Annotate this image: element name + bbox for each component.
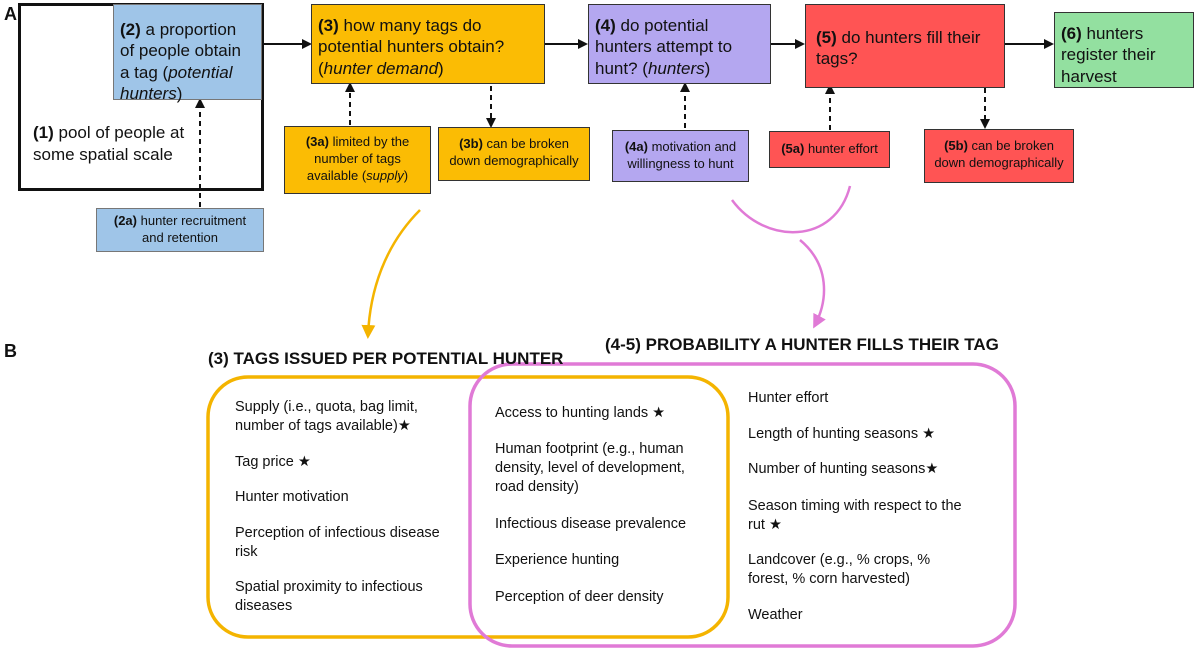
box-3-number: (3): [318, 16, 339, 35]
box-6-text: hunters register their harvest: [1061, 24, 1156, 86]
box-4-italic: hunters: [647, 58, 705, 78]
venn-right-shape: [468, 362, 1017, 648]
box-3-hunter-demand: (3) how many tags do potential hunters o…: [311, 4, 545, 84]
box-3a-supply: (3a) limited by the number of tags avail…: [284, 126, 431, 194]
venn-middle-item: Perception of deer density: [495, 589, 664, 605]
venn-middle-item: Access to hunting lands ★: [495, 405, 666, 421]
box-3b-text: can be broken down demographically: [449, 136, 579, 168]
panel-a-label: A: [4, 4, 17, 24]
box-3b-number: (3b): [459, 136, 483, 151]
box-6-number: (6): [1061, 24, 1082, 43]
box-2-text: a proportion of people obtain a tag: [120, 20, 241, 82]
venn-middle-item: Infectious disease prevalence: [495, 516, 687, 532]
box-1-number: (1): [33, 123, 54, 142]
box-5b-text: can be broken down demographically: [934, 138, 1064, 170]
box-5b-demographics: (5b) can be broken down demographically: [924, 129, 1074, 183]
box-4-text: do potential hunters attempt to hunt?: [595, 16, 733, 78]
venn-right-item: Length of hunting seasons ★: [748, 426, 936, 442]
box-2-number: (2): [120, 20, 141, 39]
pink-curve-arrow: [799, 239, 826, 329]
box-2a-recruitment: (2a) hunter recruitment and retention: [96, 208, 264, 252]
venn-right-item: Season timing with respect to the rut ★: [748, 498, 962, 533]
venn-middle-item: Experience hunting: [495, 552, 620, 568]
box-2-potential-hunters: (2) a proportion of people obtain a tag …: [113, 4, 262, 103]
venn-middle-item: Human footprint (e.g., human density, le…: [495, 441, 685, 495]
venn-right-item: Landcover (e.g., % crops, % forest, % co…: [748, 552, 931, 587]
venn-right-item: Number of hunting seasons★: [748, 461, 939, 477]
box-5-number: (5): [816, 28, 837, 47]
venn-left-item: Tag price ★: [235, 454, 311, 470]
venn-right-item: Weather: [748, 607, 803, 623]
venn-right-title: (4-5) PROBABILITY A HUNTER FILLS THEIR T…: [605, 335, 999, 354]
box-5-text: do hunters fill their tags?: [816, 28, 981, 69]
box-4a-number: (4a): [624, 139, 648, 154]
box-3a-number: (3a): [305, 134, 329, 149]
pink-bracket-curve: [730, 185, 852, 234]
box-4-hunters: (4) do potential hunters attempt to hunt…: [588, 4, 771, 84]
box-6-register-harvest: (6) hunters register their harvest: [1054, 12, 1194, 88]
box-4a-text: motivation and willingness to hunt: [627, 139, 737, 171]
box-4a-motivation: (4a) motivation and willingness to hunt: [612, 130, 749, 182]
box-3b-demographics: (3b) can be broken down demographically: [438, 127, 590, 181]
box-5a-number: (5a): [781, 141, 805, 156]
venn-left-item: Spatial proximity to infectious diseases: [235, 579, 423, 614]
box-2a-number: (2a): [113, 213, 137, 228]
venn-left-item: Supply (i.e., quota, bag limit, number o…: [235, 399, 418, 434]
box-3-text: how many tags do potential hunters obtai…: [318, 16, 505, 57]
orange-curve-arrow: [361, 209, 421, 339]
box-4-number: (4): [595, 16, 616, 35]
box-3-italic: hunter demand: [323, 58, 439, 78]
box-5a-effort: (5a) hunter effort: [769, 131, 890, 168]
venn-left-item: Perception of infectious disease risk: [235, 525, 440, 560]
venn-left-shape: [206, 375, 730, 639]
panel-b-label: B: [4, 341, 17, 361]
venn-right-item: Hunter effort: [748, 390, 829, 406]
box-5b-number: (5b): [944, 138, 968, 153]
box-3a-italic: supply: [366, 167, 404, 183]
box-5-fill-tags: (5) do hunters fill their tags?: [805, 4, 1005, 88]
box-5a-text: hunter effort: [807, 141, 878, 156]
venn-left-item: Hunter motivation: [235, 489, 349, 505]
box-1-text: pool of people at some spatial scale: [33, 123, 185, 165]
box-2-italic: potential hunters: [120, 62, 233, 103]
box-3a-text: limited by the number of tags available: [306, 134, 410, 183]
venn-left-title: (3) TAGS ISSUED PER POTENTIAL HUNTER: [208, 349, 564, 368]
box-2a-text: hunter recruitment and retention: [140, 213, 247, 245]
